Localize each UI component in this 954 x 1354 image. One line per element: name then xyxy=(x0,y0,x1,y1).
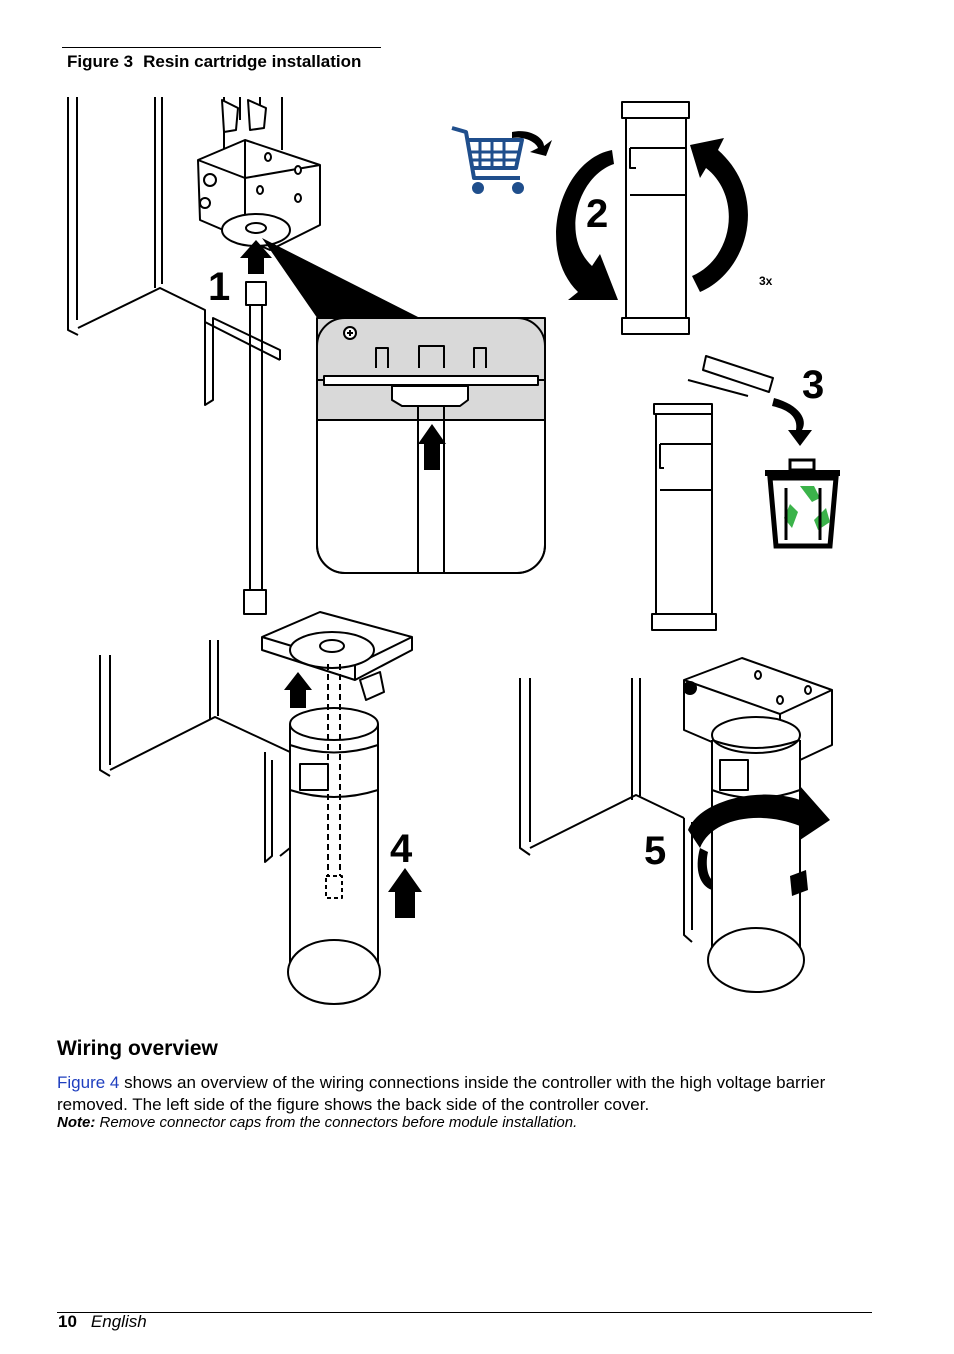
figure-caption: Figure 3 Resin cartridge installation xyxy=(67,52,361,72)
panel-3-cartridge xyxy=(651,403,717,631)
arrow-up-1 xyxy=(240,240,272,274)
page-number: 10 xyxy=(58,1312,77,1331)
body-paragraph: Figure 4 shows an overview of the wiring… xyxy=(57,1072,857,1115)
rotate-arrow-left xyxy=(556,150,618,300)
panel-4-cartridge xyxy=(287,664,381,1005)
footer-language: English xyxy=(90,1312,147,1331)
panel-2-cartridge xyxy=(621,101,690,335)
step-number-3: 3 xyxy=(802,363,824,407)
panel-5-enclosure xyxy=(519,657,833,993)
rotate-arrow-right xyxy=(690,138,748,292)
resin-cartridge-illustration: 1 2 3 4 5 3x xyxy=(67,97,840,1005)
figure-4-link[interactable]: Figure 4 xyxy=(57,1073,120,1092)
recycle-bin-icon xyxy=(765,458,840,549)
arrow-up-4a xyxy=(284,672,312,708)
discard-arrow xyxy=(772,398,812,446)
footer-rule xyxy=(57,1312,872,1313)
shopping-cart-icon xyxy=(451,126,524,194)
twist-arrow-top xyxy=(688,786,830,848)
section-heading: Wiring overview xyxy=(57,1037,218,1060)
step-number-4: 4 xyxy=(390,827,413,871)
valve-block xyxy=(197,99,321,251)
figure-number: Figure 3 xyxy=(67,52,134,71)
arrow-up-4b xyxy=(388,868,422,918)
cart-arrow xyxy=(512,131,552,156)
arrow-up-zoom xyxy=(418,424,446,470)
step-number-5: 5 xyxy=(644,829,666,873)
repeat-label: 3x xyxy=(759,274,773,288)
twist-arrow-bottom xyxy=(790,870,808,896)
note-label: Note: xyxy=(57,1114,96,1131)
figure-title: Resin cartridge installation xyxy=(143,52,362,71)
footer: 10 English xyxy=(58,1312,147,1332)
figure-caption-rule xyxy=(62,47,381,48)
zoom-callout xyxy=(316,317,546,574)
note: Note: Remove connector caps from the con… xyxy=(57,1114,577,1131)
tube xyxy=(243,281,267,615)
step-number-1: 1 xyxy=(208,265,230,309)
body-text: shows an overview of the wiring connecti… xyxy=(57,1073,826,1114)
note-text: Remove connector caps from the connector… xyxy=(95,1114,578,1131)
step-number-2: 2 xyxy=(586,192,608,236)
